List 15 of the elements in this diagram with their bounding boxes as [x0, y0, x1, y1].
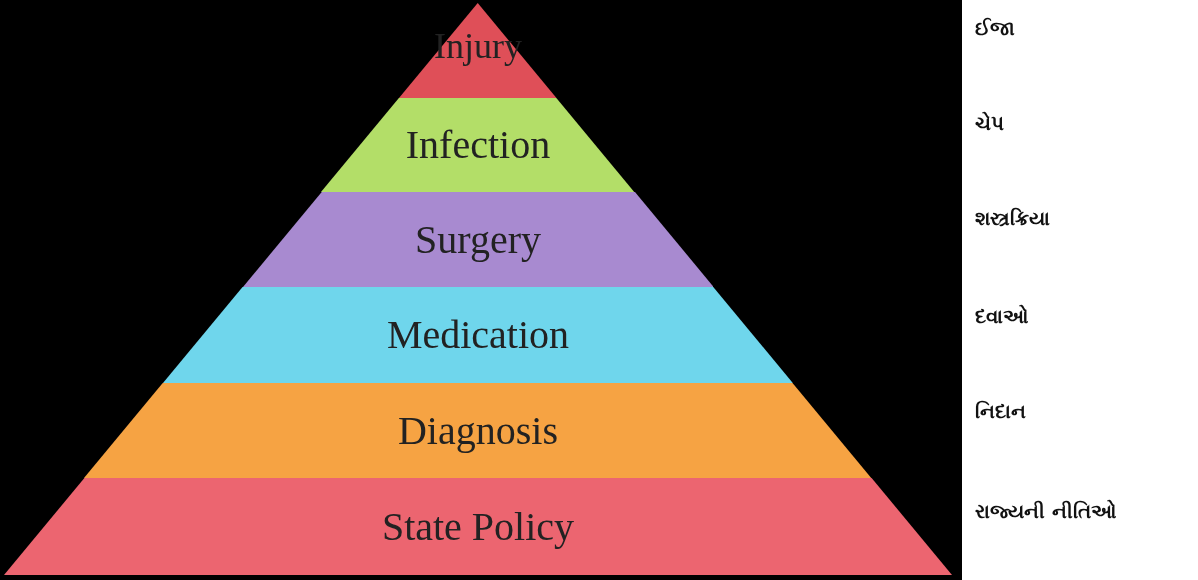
pyramid-layer	[242, 192, 714, 287]
pyramid-layer	[321, 98, 635, 192]
translation-label: દવાઓ	[975, 304, 1028, 328]
translation-label: ચેપ	[975, 111, 1004, 135]
pyramid-layer	[4, 478, 952, 575]
translation-label: રાજ્યની નીતિઓ	[975, 499, 1116, 523]
translation-label: શસ્ત્રક્રિયા	[975, 206, 1050, 230]
translation-label: નિદાન	[975, 399, 1026, 423]
layer-label: Surgery	[414, 215, 542, 263]
pyramid-layer	[163, 287, 793, 383]
layer-label: Infection	[404, 121, 552, 168]
layer-label: Diagnosis	[397, 406, 559, 454]
translation-label: ઈજા	[975, 16, 1015, 40]
layer-label: Medication	[385, 311, 571, 358]
layer-label: State Policy	[380, 502, 576, 550]
